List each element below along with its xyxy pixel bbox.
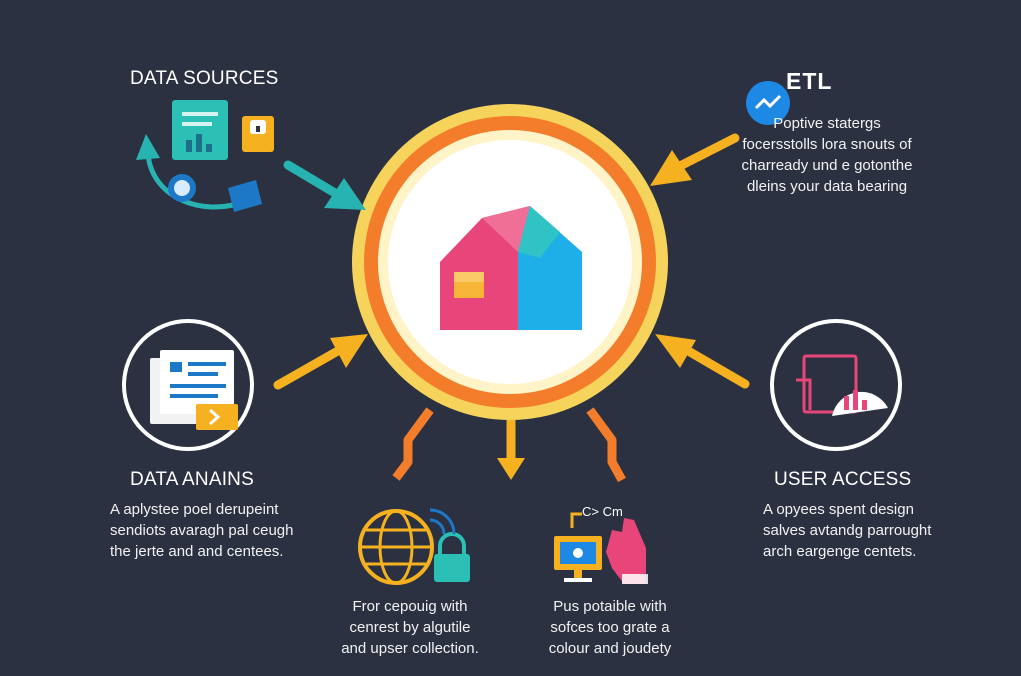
monitor-icon — [554, 536, 602, 582]
device-desc-line: Pus potaible with — [553, 598, 667, 615]
security-description: Fror cepouig with cenrest by algutile an… — [330, 596, 490, 659]
arrow-down-center — [497, 420, 525, 480]
device-desc-line: sofces too grate a — [550, 619, 670, 636]
connector-security — [392, 407, 434, 481]
etl-desc-line: charready und e gotonthe — [741, 157, 913, 174]
security-desc-line: Fror cepouig with — [352, 598, 468, 615]
lock-icon — [242, 116, 274, 152]
hand-pointer-icon — [606, 518, 648, 584]
device-badge: C> Cm — [582, 504, 623, 519]
padlock-icon — [434, 532, 470, 582]
etl-desc-line: focersstolls lora snouts of — [742, 136, 912, 153]
warehouse-icon — [440, 206, 582, 330]
security-desc-line: and upser collection. — [341, 640, 479, 657]
etl-chart-icon — [746, 81, 790, 125]
flow-arrows — [273, 133, 750, 483]
document-icon — [172, 100, 228, 160]
folder-icon — [228, 180, 262, 212]
data-analysis-desc-line: sendiots avaragh pal ceugh — [110, 522, 294, 539]
data-sources-icons — [136, 100, 274, 212]
etl-title: ETL — [786, 68, 833, 94]
data-analysis-title: DATA ANAINS — [130, 469, 254, 490]
analytics-gauge-icon — [770, 319, 902, 451]
arrow-etl — [650, 133, 740, 186]
connector-bracket-icon — [570, 512, 582, 528]
wifi-icon — [429, 508, 456, 535]
connector-device — [586, 407, 626, 483]
user-access-title: USER ACCESS — [774, 469, 912, 490]
report-document-icon — [122, 319, 254, 451]
etl-description: Poptive statergs focersstolls lora snout… — [737, 113, 917, 197]
etl-desc-line: Poptive statergs — [773, 115, 881, 132]
database-node-icon — [168, 174, 196, 202]
data-analysis-desc-line: A aplystee poel derupeint — [110, 501, 279, 518]
data-analysis-description: A aplystee poel derupeint sendiots avara… — [110, 499, 293, 562]
arrow-data-analysis — [273, 334, 368, 390]
user-access-desc-line: A opyees spent design — [763, 501, 914, 518]
arrow-data-sources — [283, 160, 366, 210]
arrow-user-access — [655, 334, 750, 389]
device-desc-line: colour and joudety — [548, 640, 672, 657]
globe-icon — [358, 509, 434, 585]
data-analysis-desc-line: the jerte and and centees. — [110, 543, 284, 560]
data-sources-title: DATA SOURCES — [130, 68, 279, 89]
user-access-desc-line: arch eargenge centets. — [763, 543, 917, 560]
user-access-desc-line: salves avtandg parrought — [763, 522, 932, 539]
device-description: Pus potaible with sofces too grate a col… — [530, 596, 690, 659]
etl-desc-line: dleins your data bearing — [746, 178, 908, 195]
security-desc-line: cenrest by algutile — [349, 619, 471, 636]
user-access-description: A opyees spent design salves avtandg par… — [763, 499, 931, 562]
